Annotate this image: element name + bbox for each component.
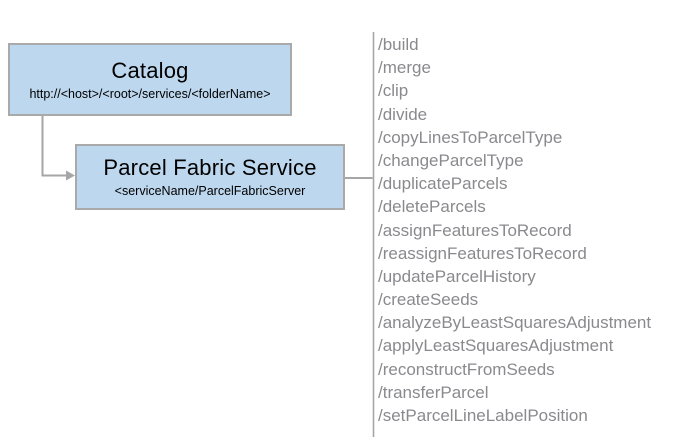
endpoint-item: /reconstructFromSeeds — [378, 359, 555, 379]
endpoint-item: /merge — [378, 58, 431, 78]
endpoints-list: /build/merge/clip/divide/copyLinesToParc… — [378, 33, 690, 427]
endpoint-item: /reassignFeaturesToRecord — [378, 243, 587, 263]
endpoint-item: /changeParcelType — [378, 150, 524, 170]
endpoint-item: /deleteParcels — [378, 197, 486, 217]
service-title: Parcel Fabric Service — [103, 155, 317, 180]
catalog-title: Catalog — [111, 57, 189, 83]
endpoint-item: /transferParcel — [378, 382, 489, 402]
parcel-fabric-service-box: Parcel Fabric Service <serviceName/Parce… — [75, 144, 345, 210]
service-subtitle: <serviceName/ParcelFabricServer — [114, 184, 306, 198]
endpoint-item: /createSeeds — [378, 290, 479, 310]
endpoint-item: /assignFeaturesToRecord — [378, 220, 572, 240]
endpoint-item: /applyLeastSquaresAdjustment — [378, 336, 614, 356]
endpoint-item: /analyzeByLeastSquaresAdjustment — [378, 313, 652, 333]
endpoint-item: /divide — [378, 104, 428, 124]
endpoint-item: /clip — [378, 81, 409, 101]
catalog-box: Catalog http://<host>/<root>/services/<f… — [8, 43, 292, 116]
endpoint-item: /setParcelLineLabelPosition — [378, 406, 588, 425]
endpoint-item: /duplicateParcels — [378, 174, 508, 194]
catalog-to-service-connector — [41, 116, 66, 177]
catalog-url: http://<host>/<root>/services/<folderNam… — [29, 86, 271, 101]
endpoint-item: /updateParcelHistory — [378, 266, 536, 286]
arrowhead-icon — [66, 170, 75, 181]
endpoint-item: /build — [378, 35, 419, 54]
endpoint-item: /copyLinesToParcelType — [378, 127, 563, 147]
